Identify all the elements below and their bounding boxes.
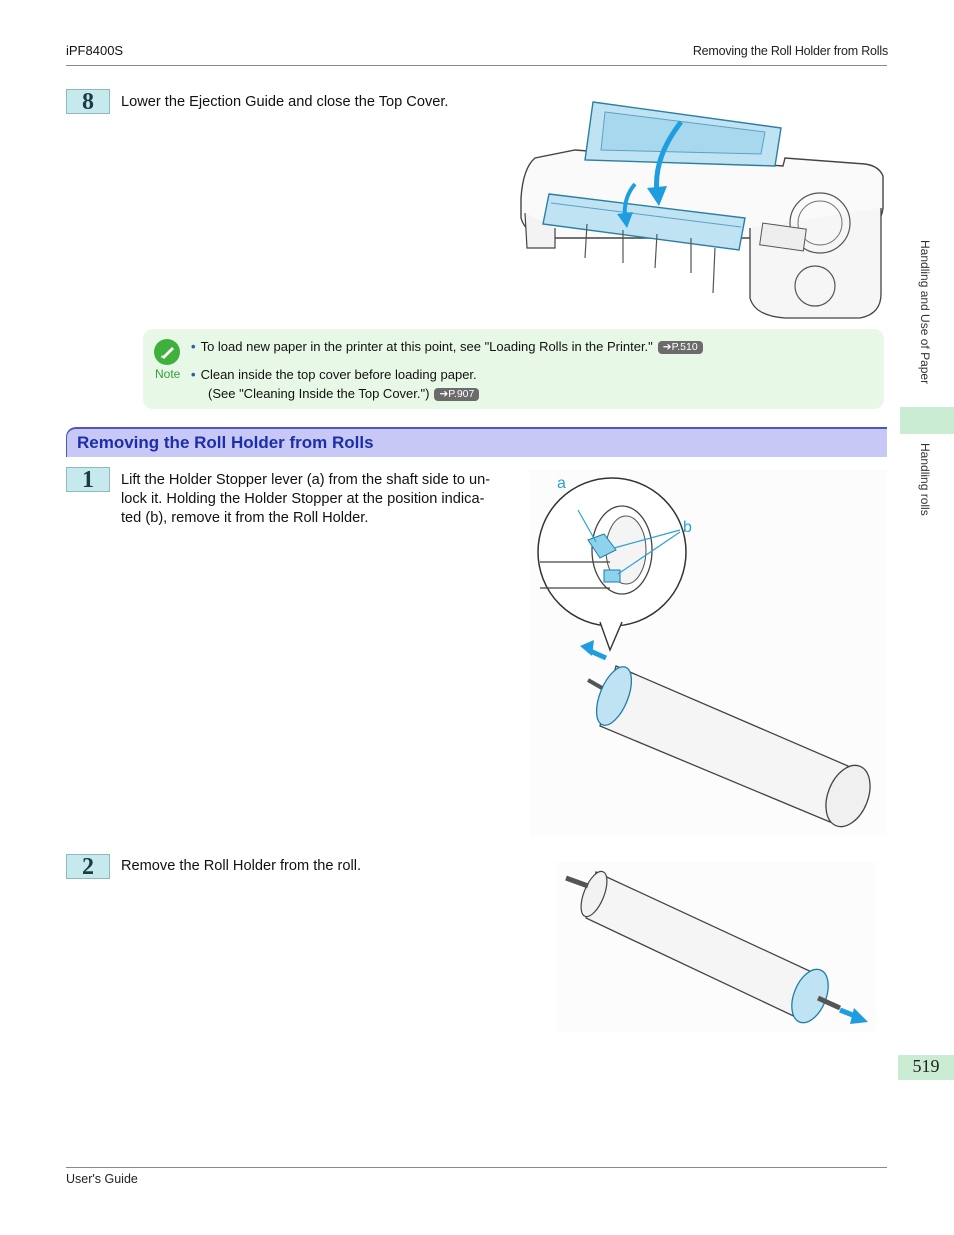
note-label: Note bbox=[155, 367, 181, 381]
note-item-2: • Clean inside the top cover before loadi… bbox=[191, 367, 477, 382]
note-item-2-sub-text: (See "Cleaning Inside the Top Cover.") bbox=[208, 386, 430, 401]
section-heading-bar bbox=[66, 427, 887, 457]
sidebar-tab-highlight bbox=[900, 407, 954, 434]
bullet-icon: • bbox=[191, 367, 196, 382]
step-1-line-3: ted (b), remove it from the Roll Holder. bbox=[121, 510, 369, 526]
step-2-number: 2 bbox=[66, 854, 110, 880]
step-1-number: 1 bbox=[66, 467, 110, 493]
sidebar-subsection: Handling rolls bbox=[918, 443, 932, 516]
bullet-icon: • bbox=[191, 339, 196, 354]
page-number: 519 bbox=[912, 1056, 940, 1076]
step-1-line-1: Lift the Holder Stopper lever (a) from t… bbox=[121, 472, 491, 488]
step-2-text: Remove the Roll Holder from the roll. bbox=[121, 858, 362, 874]
footer-title: User's Guide bbox=[66, 1172, 138, 1186]
sidebar-chapter: Handling and Use of Paper bbox=[918, 240, 932, 385]
step-1-text: Lift the Holder Stopper lever (a) from t… bbox=[121, 471, 490, 528]
step-8-number: 8 bbox=[66, 89, 110, 115]
callout-b: b bbox=[683, 519, 692, 536]
page-number-box bbox=[898, 1055, 954, 1080]
header-model: iPF8400S bbox=[66, 43, 124, 58]
step-1-line-2: lock it. Holding the Holder Stopper at t… bbox=[121, 491, 485, 507]
header-divider bbox=[66, 65, 887, 66]
step-8-text: Lower the Ejection Guide and close the T… bbox=[121, 94, 449, 110]
note-item-2-sub: (See "Cleaning Inside the Top Cover.") ➔P… bbox=[208, 386, 480, 401]
footer-divider bbox=[66, 1167, 887, 1168]
note-box bbox=[143, 329, 884, 409]
note-item-1: • To load new paper in the printer at thi… bbox=[191, 339, 703, 354]
roll-holder-removal-illustration bbox=[556, 862, 876, 1032]
roll-holder-stopper-illustration: a b bbox=[530, 470, 887, 836]
pencil-icon bbox=[154, 339, 180, 365]
callout-a: a bbox=[557, 475, 566, 492]
header-section-title: Removing the Roll Holder from Rolls bbox=[692, 44, 888, 58]
printer-illustration bbox=[520, 101, 884, 319]
page-ref-link-907[interactable]: ➔P.907 bbox=[434, 388, 480, 401]
note-item-1-text: To load new paper in the printer at this… bbox=[200, 339, 653, 354]
page-ref-link-510[interactable]: ➔P.510 bbox=[657, 341, 703, 354]
note-item-2-text: Clean inside the top cover before loadin… bbox=[200, 367, 477, 382]
section-heading: Removing the Roll Holder from Rolls bbox=[77, 433, 374, 452]
